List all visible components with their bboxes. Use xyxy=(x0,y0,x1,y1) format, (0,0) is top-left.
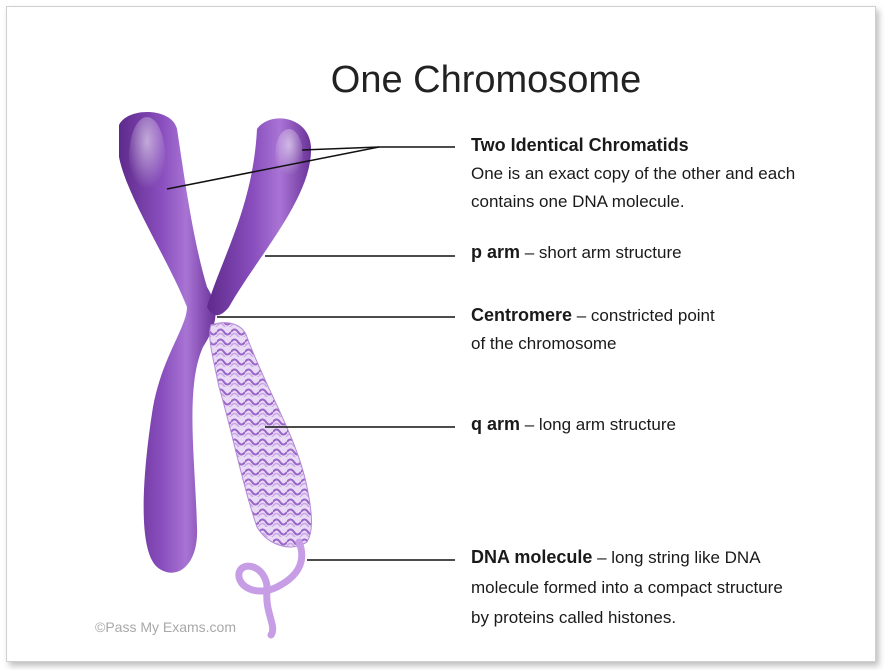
dna-string-tail xyxy=(239,542,302,635)
chromatid-right-highlight xyxy=(275,129,303,181)
label-q-arm-term: q arm xyxy=(471,414,520,434)
label-centromere-term: Centromere xyxy=(471,305,572,325)
label-dna-desc-3: by proteins called histones. xyxy=(471,603,783,633)
leader-lines xyxy=(167,147,455,560)
label-chromatids: Two Identical Chromatids One is an exact… xyxy=(471,131,795,216)
label-p-arm-desc: – short arm structure xyxy=(520,243,682,262)
diagram-frame: One Chromosome xyxy=(6,6,876,662)
label-q-arm-desc: – long arm structure xyxy=(520,415,676,434)
label-q-arm: q arm – long arm structure xyxy=(471,410,676,439)
label-p-arm-term: p arm xyxy=(471,242,520,262)
label-chromatids-desc-2: contains one DNA molecule. xyxy=(471,188,795,216)
label-dna-desc-1: – long string like DNA xyxy=(592,548,760,567)
label-centromere-desc-1: – constricted point xyxy=(572,306,715,325)
label-chromatids-desc-1: One is an exact copy of the other and ea… xyxy=(471,160,795,188)
label-dna-term: DNA molecule xyxy=(471,547,592,567)
label-centromere: Centromere – constricted point of the ch… xyxy=(471,301,715,358)
label-centromere-desc-2: of the chromosome xyxy=(471,330,715,358)
dna-coil-q-arm xyxy=(210,323,312,547)
copyright-credit: ©Pass My Exams.com xyxy=(95,619,236,635)
chromatid-left-highlight xyxy=(129,117,165,197)
label-dna-desc-2: molecule formed into a compact structure xyxy=(471,573,783,603)
label-p-arm: p arm – short arm structure xyxy=(471,238,682,267)
label-dna: DNA molecule – long string like DNA mole… xyxy=(471,542,783,633)
label-chromatids-term: Two Identical Chromatids xyxy=(471,135,689,155)
